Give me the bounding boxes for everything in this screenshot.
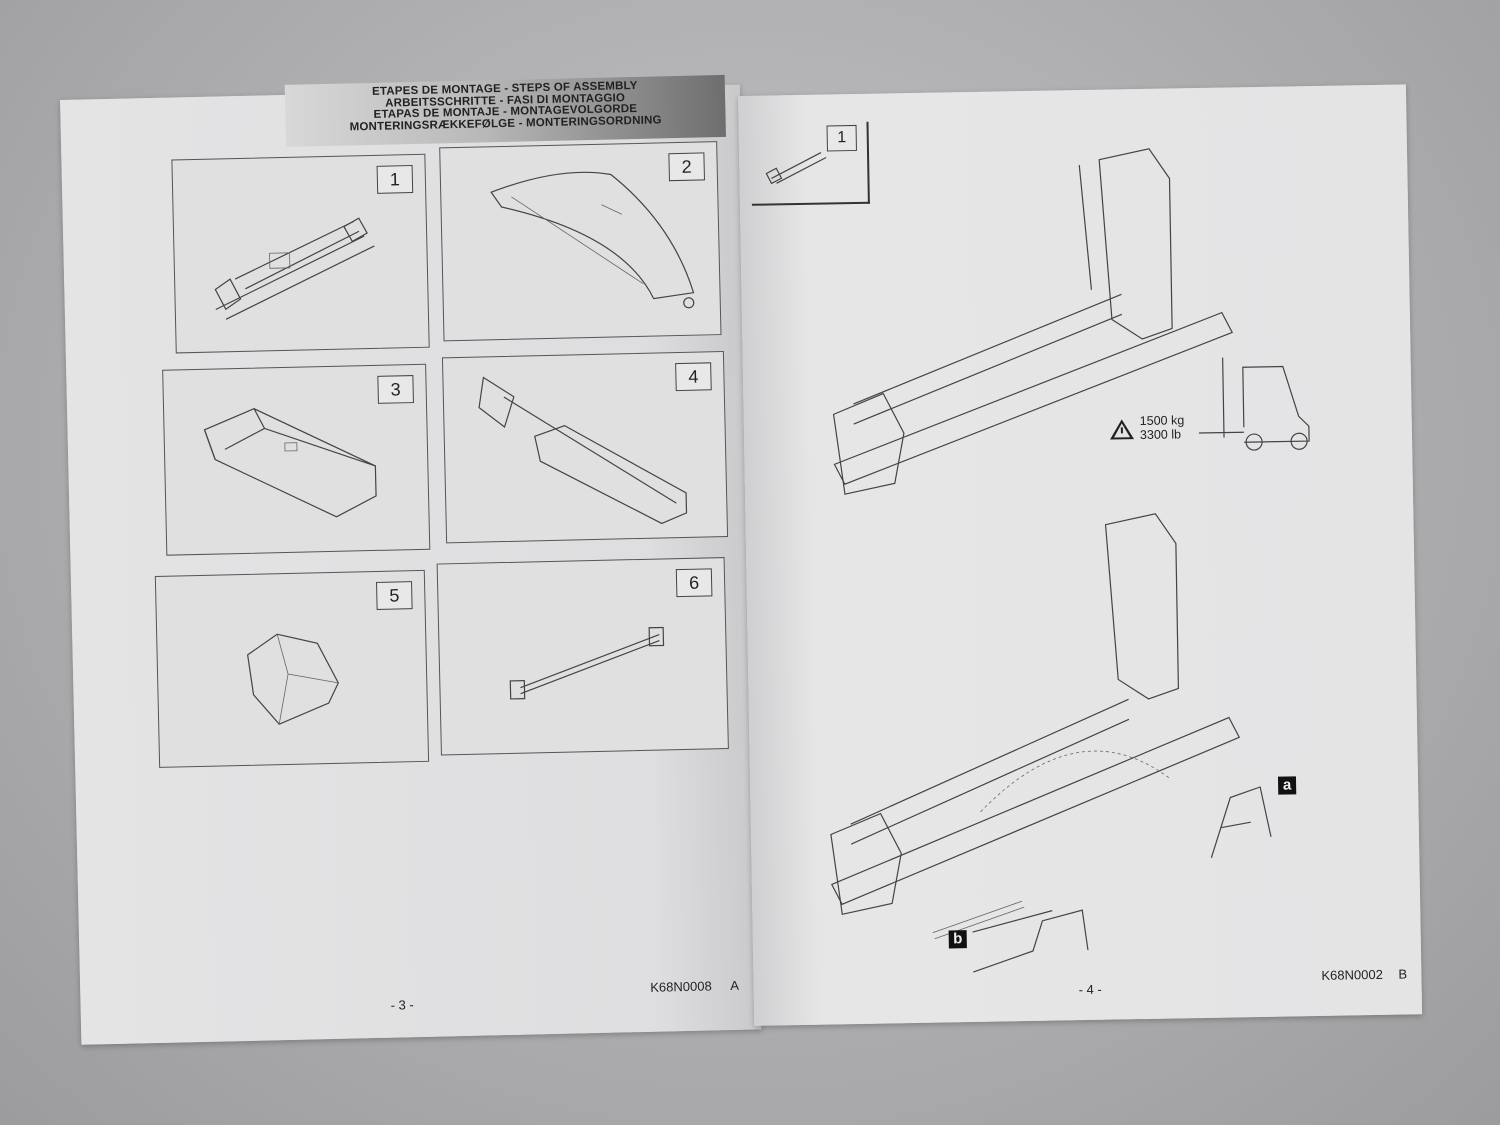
left-page: ETAPES DE MONTAGE - STEPS OF ASSEMBLY AR… xyxy=(60,74,762,1045)
revision-left: A xyxy=(730,977,740,994)
page-number-right: - 4 - xyxy=(1078,981,1102,998)
revision-right: B xyxy=(1398,966,1408,982)
step-thumbnail-frame xyxy=(750,121,870,206)
callout-a: a xyxy=(1277,776,1297,795)
protective-shield-illustration xyxy=(246,633,339,725)
doc-code-right: K68N0002 xyxy=(1321,966,1384,983)
machine-frame-illustration xyxy=(214,217,375,320)
step-panel-3: 3 xyxy=(162,363,431,556)
step-panel-6: 6 xyxy=(436,557,729,756)
warning-triangle-icon xyxy=(1109,419,1135,440)
pto-shaft-illustration xyxy=(509,626,665,700)
thumbnail-machine-illustration xyxy=(765,152,827,185)
step-panel-1: 1 xyxy=(171,153,430,354)
right-page: 1 1500 kg 3300 lb a b - 4 - K68N0002 B xyxy=(738,84,1423,1026)
step-panel-5: 5 xyxy=(154,569,430,768)
steps-header-band: ETAPES DE MONTAGE - STEPS OF ASSEMBLY AR… xyxy=(284,74,727,147)
forklift-icon xyxy=(1198,356,1315,453)
frame-with-cutter-illustration xyxy=(478,376,688,525)
weight-lb: 3300 lb xyxy=(1139,427,1182,443)
page-number-left: - 3 - xyxy=(390,997,414,1013)
doc-code-left: K68N0008 xyxy=(650,978,712,995)
machine-on-pallet-illustrations xyxy=(830,148,1310,973)
step-panel-2: 2 xyxy=(439,141,722,342)
cutter-housing-illustration xyxy=(203,408,377,518)
curved-guard-illustration xyxy=(490,171,695,309)
step-panel-4: 4 xyxy=(441,351,729,544)
callout-b: b xyxy=(948,930,967,949)
weight-kg: 1500 kg xyxy=(1139,413,1185,429)
